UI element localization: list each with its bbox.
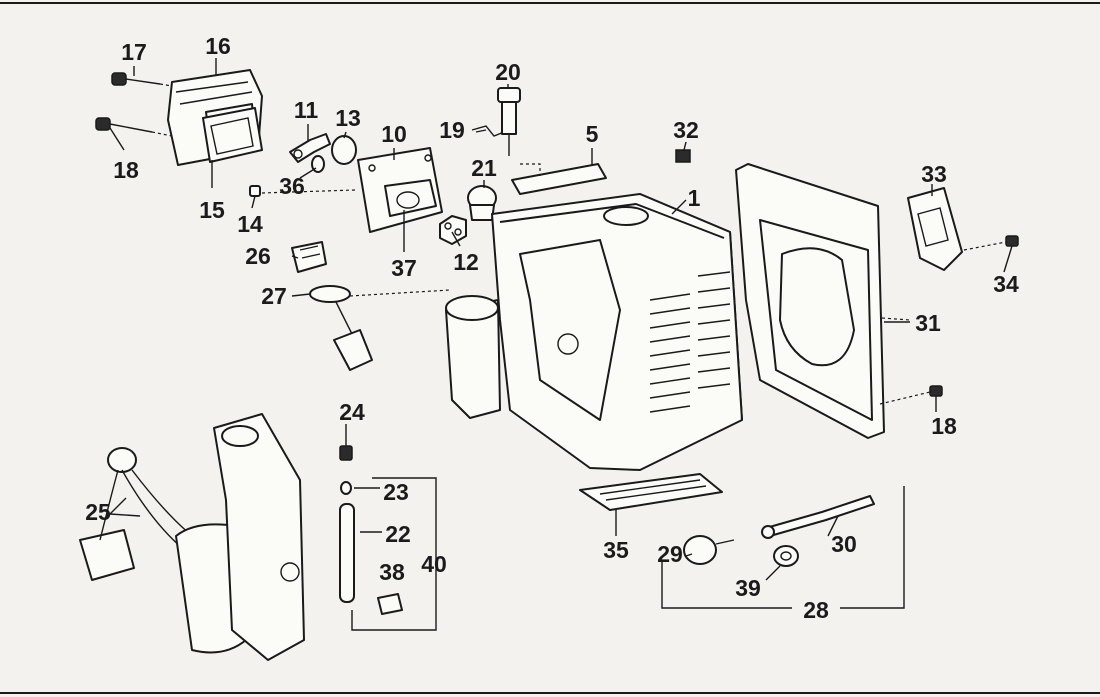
callout-17: 17 [121,39,147,65]
part-plate-5 [511,163,607,195]
callout-25: 25 [85,499,111,525]
callouts: 17 16 18 15 11 13 36 14 10 37 12 19 20 2… [85,33,1019,623]
part-screw-34 [963,235,1019,251]
part-tank-assembly [175,413,305,661]
callout-31: 31 [915,310,941,336]
part-oring-13 [331,135,357,165]
leader-lines [109,58,1013,631]
part-panel-31 [735,163,911,439]
part-bolt-24 [339,445,353,461]
callout-18-left: 18 [113,157,139,183]
callout-36: 36 [279,173,305,199]
part-screw-17 [111,72,173,87]
callout-11: 11 [294,97,319,123]
callout-10: 10 [381,121,407,147]
part-gasket-15 [202,107,263,163]
callout-32: 32 [673,117,699,143]
callout-20: 20 [495,59,521,85]
callout-29: 29 [657,541,683,567]
part-hose-30 [761,495,875,539]
callout-23: 23 [383,479,409,505]
callout-26: 26 [245,243,271,269]
part-cap-38 [377,593,403,615]
callout-16: 16 [205,33,231,59]
callout-5: 5 [586,121,599,147]
callout-30: 30 [831,531,857,557]
part-rod-22 [339,503,355,603]
callout-37: 37 [391,255,417,281]
callout-19: 19 [439,117,465,143]
housing-fins [649,271,731,413]
part-strainer-27 [309,285,451,371]
callout-15: 15 [199,197,225,223]
callout-28: 28 [803,597,829,623]
callout-13: 13 [335,105,361,131]
part-grommet-39 [773,545,799,567]
callout-39: 39 [735,575,761,601]
callout-1: 1 [688,185,701,211]
callout-27: 27 [261,283,287,309]
part-washer-23 [340,481,352,495]
part-screw-18-left [95,117,173,137]
part-primer-21 [467,185,497,221]
part-housing-1 [445,193,743,471]
part-bracket-11 [289,133,331,163]
part-cap-26 [291,241,327,273]
callout-12: 12 [453,249,479,275]
part-block-32 [675,149,691,163]
callout-40: 40 [421,551,447,577]
callout-14: 14 [237,211,263,237]
callout-34: 34 [993,271,1019,297]
callout-21: 21 [471,155,497,181]
part-fitting-29 [683,535,735,565]
callout-22: 22 [385,521,411,547]
part-gasket-37 [384,179,437,217]
part-plate-35 [579,473,723,511]
part-pin-20 [497,87,521,156]
callout-33: 33 [921,161,947,187]
callout-24: 24 [339,399,365,425]
part-screw-18-right [879,385,943,405]
part-carburetor-25 [79,447,201,581]
callout-18-right: 18 [931,413,957,439]
part-wire-19 [471,125,505,137]
callout-35: 35 [603,537,629,563]
part-gasket-12 [439,215,467,245]
part-bracket-33 [907,187,963,271]
callout-38: 38 [379,559,405,585]
